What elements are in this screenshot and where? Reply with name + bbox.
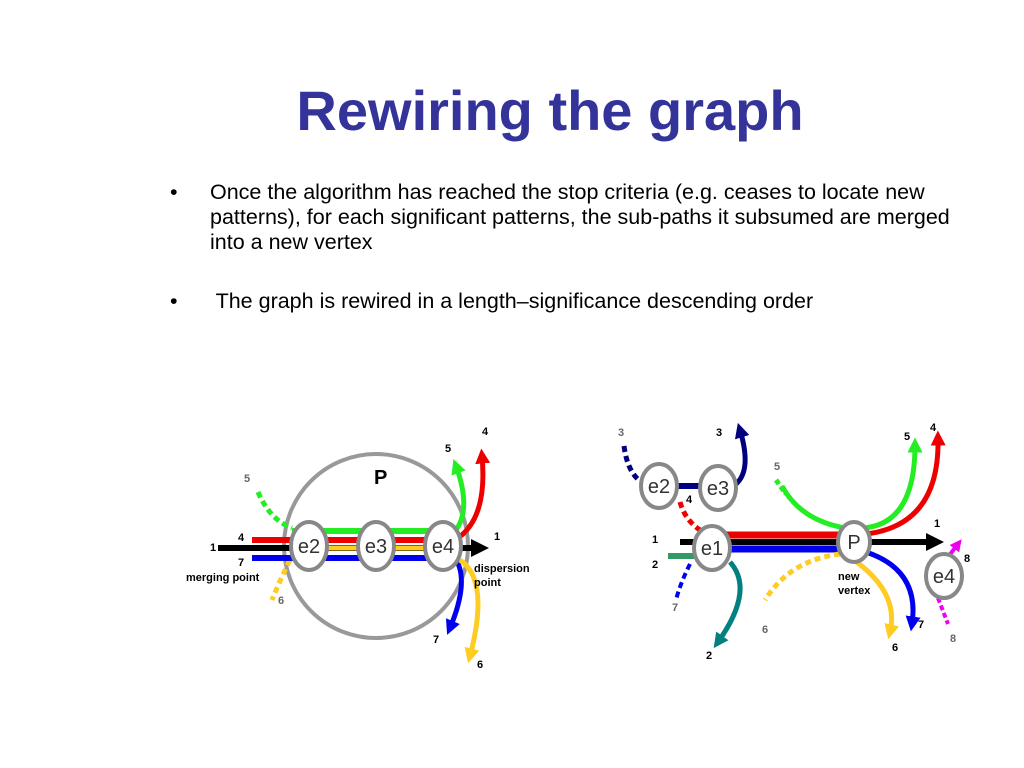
node-e2-label: e2: [298, 536, 320, 558]
dispersion-point-label: point: [474, 577, 501, 589]
node-p-label: P: [847, 532, 860, 554]
path-6-in: [269, 558, 293, 601]
label-6-out: 6: [477, 659, 483, 671]
label-4-out: 4: [482, 426, 489, 438]
bullet-list: • Once the algorithm has reached the sto…: [170, 180, 950, 348]
node-e4-label: e4: [432, 536, 454, 558]
label-8-out: 8: [964, 553, 970, 565]
node-e2-right-label: e2: [648, 476, 670, 498]
path-5-out: [451, 458, 467, 533]
node-e4-right: e4: [924, 552, 964, 600]
label-4-out-right: 4: [930, 422, 937, 434]
node-e3-right: e3: [698, 464, 738, 512]
path-5-in: [255, 490, 293, 531]
path-4-in: [677, 501, 702, 533]
node-e1: e1: [692, 524, 732, 572]
path-6-out: [458, 557, 481, 664]
vertex-label: vertex: [838, 585, 871, 597]
node-e1-label: e1: [701, 538, 723, 560]
path-5-dash-right: [773, 478, 789, 496]
path-7-out-right: [865, 549, 921, 632]
label-5-out: 5: [445, 443, 451, 455]
path-5-in-right: [779, 484, 846, 531]
dispersion-label: dispersion: [474, 563, 530, 575]
node-e4-right-label: e4: [933, 566, 955, 588]
bullet-item: • Once the algorithm has reached the sto…: [170, 180, 950, 255]
path-7-dash: [674, 563, 692, 601]
label-6-in: 6: [278, 595, 284, 607]
node-e4: e4: [423, 520, 463, 572]
label-3-out: 3: [716, 427, 722, 439]
label-7-in-right: 7: [672, 602, 678, 614]
node-e2: e2: [289, 520, 329, 572]
label-7-in: 7: [238, 557, 244, 569]
bullet-marker: •: [170, 289, 178, 313]
label-5-in: 5: [244, 473, 250, 485]
label-2-in: 2: [652, 559, 658, 571]
label-4-in: 4: [238, 532, 245, 544]
path-3-out: [734, 422, 750, 486]
left-diagram: P e2 e3 e4 1 4 7 5 6 4: [186, 426, 530, 671]
bullet-text: The graph is rewired in a length–signifi…: [210, 289, 814, 313]
label-5-in-right: 5: [774, 461, 780, 473]
new-label: new: [838, 571, 860, 583]
path-4-out-right: [865, 430, 946, 537]
node-e2-right: e2: [639, 462, 679, 510]
node-e3: e3: [356, 520, 396, 572]
path-2-out: [713, 560, 743, 649]
label-1-out-right: 1: [934, 518, 940, 530]
right-diagram: e2 e3 e1 P e4 3 3 4 1 2 7 2 5 6 5 4 1 7 …: [618, 422, 970, 662]
label-3-in: 3: [618, 427, 624, 439]
path-8-in: [936, 597, 950, 625]
slide-title: Rewiring the graph: [296, 79, 804, 142]
label-2-out: 2: [706, 650, 712, 662]
label-8-in: 8: [950, 633, 956, 645]
label-5-out-right: 5: [904, 431, 910, 443]
node-p: P: [836, 520, 872, 564]
bullet-text: Once the algorithm has reached the stop …: [210, 180, 950, 254]
node-e3-right-label: e3: [707, 478, 729, 500]
label-1-in: 1: [210, 542, 216, 554]
label-4-in-right: 4: [686, 494, 693, 506]
bullet-marker: •: [170, 180, 178, 204]
path-6-in-right: [762, 551, 841, 602]
label-7-out: 7: [433, 634, 439, 646]
bullet-item: • The graph is rewired in a length–signi…: [170, 289, 950, 314]
merging-point-label: merging point: [186, 572, 260, 584]
label-1-in-right: 1: [652, 534, 658, 546]
path-5-out-right: [861, 437, 923, 531]
label-7-out-right: 7: [918, 619, 924, 631]
label-6-in-right: 6: [762, 624, 768, 636]
pattern-label: P: [374, 467, 387, 489]
label-6-out-right: 6: [892, 642, 898, 654]
node-e3-label: e3: [365, 536, 387, 558]
label-1-out: 1: [494, 531, 500, 543]
